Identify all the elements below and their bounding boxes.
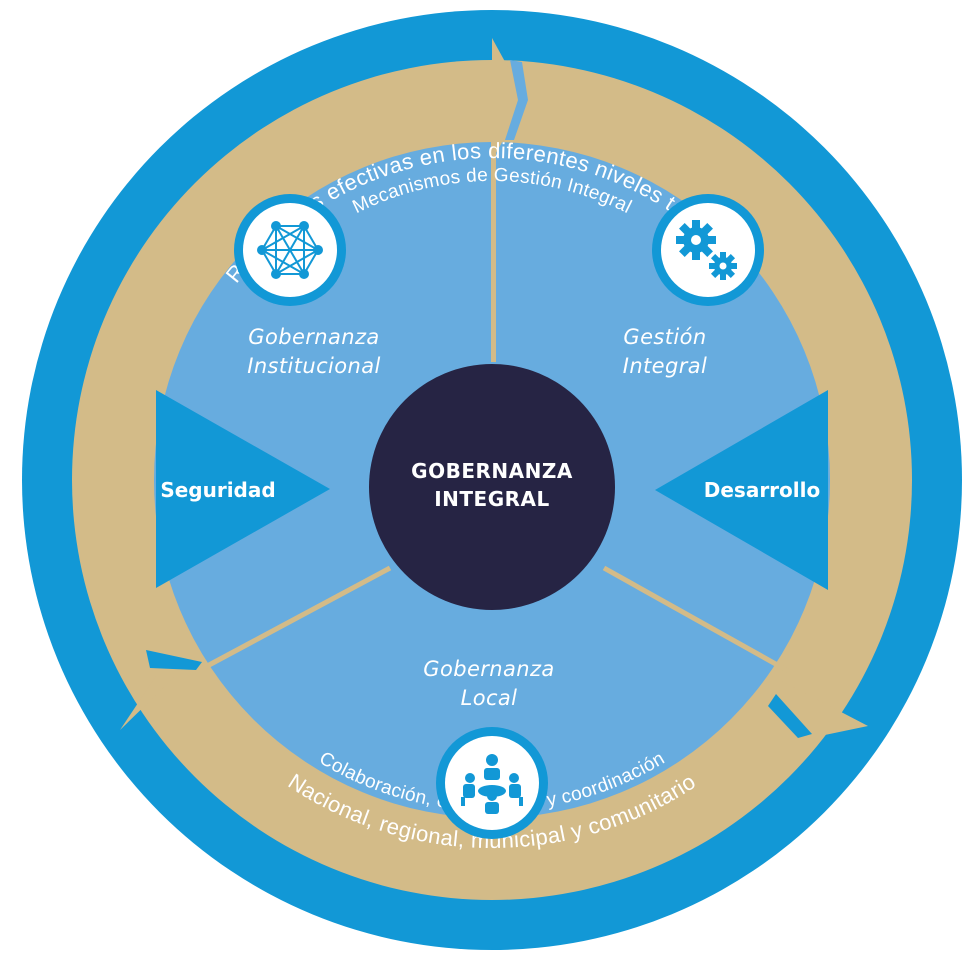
local-label-line1: Gobernanza — [423, 657, 554, 681]
institucional-label-line1: Gobernanza — [248, 325, 379, 349]
seguridad-wedge — [156, 390, 330, 588]
arrow-left-notch — [146, 650, 202, 670]
arrow-right-notch — [768, 694, 812, 738]
center-circle — [369, 364, 615, 610]
center-title-line1: GOBERNANZA — [411, 459, 573, 483]
meeting-people-icon — [436, 727, 548, 839]
gestion-label-line1: Gestión — [623, 325, 706, 349]
gears-icon — [652, 194, 764, 306]
gestion-label-line2: Integral — [623, 354, 708, 378]
local-label-line2: Local — [461, 686, 518, 710]
divider-left — [194, 565, 392, 675]
network-icon — [234, 194, 346, 306]
desarrollo-label: Desarrollo — [704, 478, 820, 502]
arrow-left — [120, 656, 196, 730]
arrow-top-notch — [505, 60, 528, 140]
divider-right — [602, 565, 792, 675]
center-title-line2: INTEGRAL — [434, 487, 550, 511]
arrow-top — [492, 38, 526, 160]
desarrollo-wedge — [655, 390, 828, 590]
seguridad-label: Seguridad — [160, 478, 275, 502]
arrow-right — [772, 676, 868, 736]
institucional-label-line2: Institucional — [247, 354, 381, 378]
divider-top — [491, 140, 496, 362]
